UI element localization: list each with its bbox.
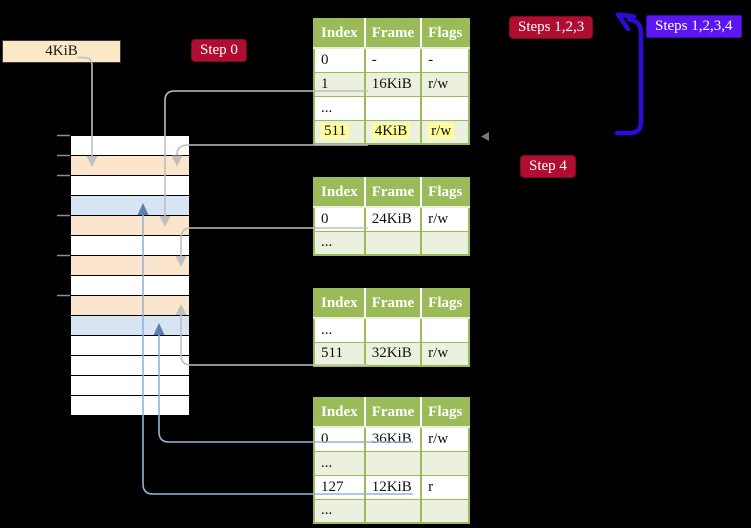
gray-arrow-4kib bbox=[171, 144, 368, 167]
table-row: 0-- bbox=[314, 47, 471, 72]
table-cell: r/w bbox=[421, 426, 471, 451]
memory-row-peach bbox=[71, 296, 189, 316]
table-cell: r/w bbox=[421, 71, 471, 96]
table-cell bbox=[421, 498, 471, 523]
table-cell: ... bbox=[314, 95, 366, 120]
column-header-frame: Frame bbox=[364, 289, 423, 319]
table-row: ... bbox=[314, 317, 471, 342]
table-cell: 12KiB bbox=[364, 474, 423, 499]
memory-row-white bbox=[71, 276, 189, 296]
table-cell: ... bbox=[314, 498, 366, 523]
table-row: 511 4KiB r/w bbox=[314, 119, 471, 144]
memory-row-blue bbox=[71, 316, 189, 336]
table-cell bbox=[364, 450, 423, 475]
column-header-flags: Flags bbox=[421, 19, 471, 49]
table-cell bbox=[364, 95, 423, 120]
memory-row-peach bbox=[71, 256, 189, 276]
table-cell bbox=[364, 498, 423, 523]
table-cell: 127 bbox=[314, 474, 366, 499]
table-cell: r/w bbox=[421, 119, 471, 144]
table-cell: ... bbox=[314, 450, 366, 475]
table-cell: 36KiB bbox=[364, 426, 423, 451]
frame-label-box: 4KiB bbox=[2, 40, 121, 63]
big-blue-arrow bbox=[614, 12, 644, 136]
memory-row-white bbox=[71, 236, 189, 256]
table-cell: r bbox=[421, 474, 471, 499]
table-row: ... bbox=[314, 95, 471, 120]
memory-row-white bbox=[71, 396, 189, 415]
table-cell: 24KiB bbox=[364, 206, 423, 231]
table-cell: ... bbox=[314, 230, 366, 255]
memory-row-peach bbox=[71, 216, 189, 236]
table-cell: 0 bbox=[314, 206, 366, 231]
table-cell: 32KiB bbox=[364, 341, 423, 366]
badge-step-0: Step 0 bbox=[191, 39, 247, 62]
column-header-flags: Flags bbox=[421, 178, 471, 208]
table-cell: r/w bbox=[421, 206, 471, 231]
column-header-flags: Flags bbox=[421, 398, 471, 428]
badge-steps-1-2-3: Steps 1,2,3 bbox=[509, 16, 594, 39]
table-cell bbox=[421, 450, 471, 475]
table-row: ... bbox=[314, 450, 471, 475]
table-cell bbox=[421, 317, 471, 342]
column-header-frame: Frame bbox=[364, 398, 423, 428]
memory-ticks bbox=[57, 134, 70, 297]
badge-step-4: Step 4 bbox=[520, 155, 576, 178]
left-arrowhead-icon bbox=[481, 132, 489, 141]
table-cell: 511 bbox=[314, 341, 366, 366]
table-cell bbox=[421, 95, 471, 120]
column-header-index: Index bbox=[314, 398, 366, 428]
table-cell: - bbox=[421, 47, 471, 72]
column-header-frame: Frame bbox=[364, 19, 423, 49]
memory-row-white bbox=[71, 176, 189, 196]
memory-row-peach bbox=[71, 156, 189, 176]
table-cell: 511 bbox=[314, 119, 366, 144]
table-cell bbox=[421, 230, 471, 255]
table-cell: r/w bbox=[421, 341, 471, 366]
highlighted-cell-text: 511 bbox=[321, 123, 349, 140]
column-header-frame: Frame bbox=[364, 178, 423, 208]
table-cell: ... bbox=[314, 317, 366, 342]
memory-row-blue bbox=[71, 196, 189, 216]
table-cell: 0 bbox=[314, 47, 366, 72]
highlighted-cell-text: r/w bbox=[428, 123, 455, 140]
table-row: ... bbox=[314, 230, 471, 255]
column-header-index: Index bbox=[314, 19, 366, 49]
table-cell: - bbox=[364, 47, 423, 72]
column-header-index: Index bbox=[314, 178, 366, 208]
table-cell: 1 bbox=[314, 71, 366, 96]
table-cell: 0 bbox=[314, 426, 366, 451]
memory-row-white bbox=[71, 136, 189, 156]
memory-row-white bbox=[71, 356, 189, 376]
badge-steps-1-2-3-4: Steps 1,2,3,4 bbox=[646, 15, 742, 38]
table-cell bbox=[364, 230, 423, 255]
table-cell: 4KiB bbox=[364, 119, 423, 144]
memory-row-white bbox=[71, 376, 189, 396]
table-row: ... bbox=[314, 498, 471, 523]
frame-label: 4KiB bbox=[45, 43, 78, 59]
table-cell bbox=[364, 317, 423, 342]
memory-row-white bbox=[71, 336, 189, 356]
column-header-index: Index bbox=[314, 289, 366, 319]
highlighted-cell-text: 4KiB bbox=[371, 123, 411, 140]
column-header-flags: Flags bbox=[421, 289, 471, 319]
memory-strip bbox=[70, 135, 190, 416]
table-cell: 16KiB bbox=[364, 71, 423, 96]
